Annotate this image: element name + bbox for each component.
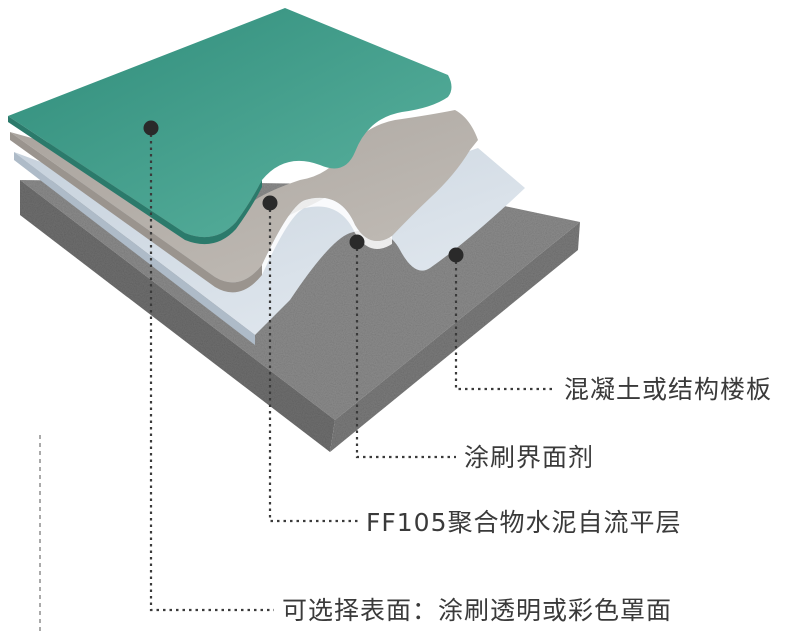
self-leveling-layer: [10, 110, 478, 293]
marker-dot-topcoat: [143, 120, 159, 136]
topcoat-layer: [8, 8, 452, 245]
label-primer: 涂刷界面剂: [464, 443, 595, 472]
label-self-leveling: FF105聚合物水泥自流平层: [366, 508, 682, 537]
leader-lines: [149, 128, 556, 612]
marker-dot-self-leveling: [262, 195, 278, 211]
marker-dot-substrate: [448, 247, 464, 263]
leader-line-self-leveling: [268, 203, 358, 523]
marker-dot-primer: [349, 234, 365, 250]
label-topcoat: 可选择表面：涂刷透明或彩色罩面: [282, 596, 673, 625]
label-substrate: 混凝土或结构楼板: [564, 375, 773, 404]
leader-line-topcoat: [149, 128, 274, 612]
leader-line-primer: [355, 242, 456, 459]
